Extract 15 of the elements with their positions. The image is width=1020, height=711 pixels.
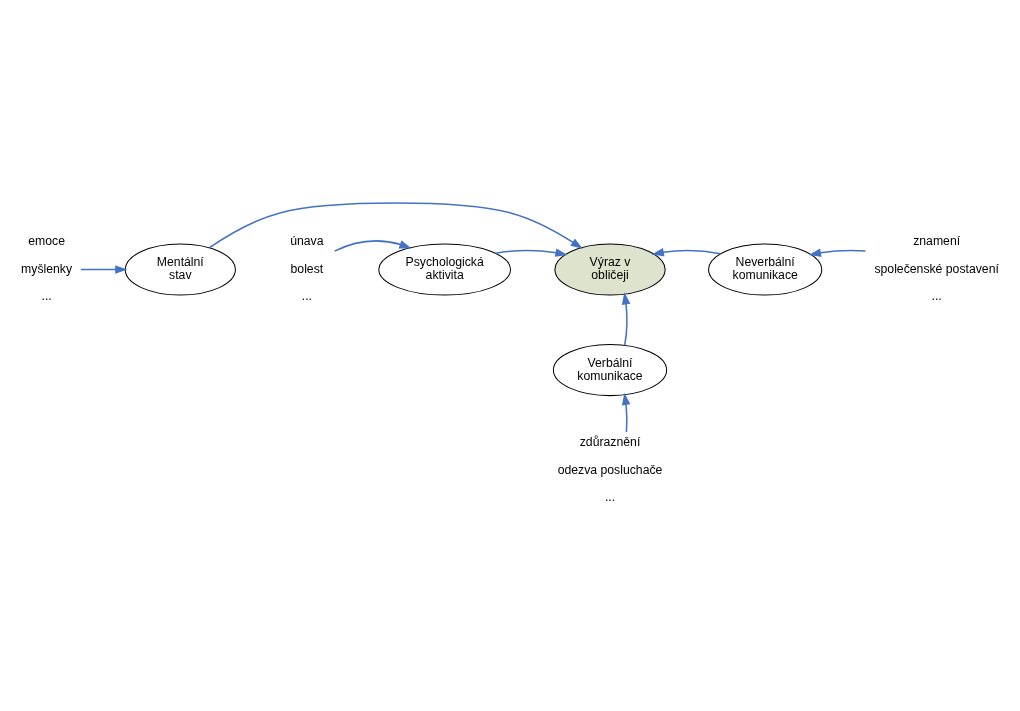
arrow <box>80 264 128 274</box>
arrow <box>621 392 631 433</box>
arrow <box>494 247 568 257</box>
arrow <box>621 291 631 346</box>
arrow <box>208 201 583 249</box>
node-ellipse: Psychologická aktivita <box>378 243 512 296</box>
node-ellipse: Verbální komunikace <box>552 343 668 396</box>
arrow <box>651 247 722 256</box>
arrow <box>333 239 412 252</box>
node-text: znamení společenské postavení ... <box>874 233 999 303</box>
node-text: zdůraznění odezva posluchače ... <box>557 434 663 504</box>
node-text: emoce myšlenky ... <box>21 233 73 303</box>
node-text: únava bolest ... <box>290 233 324 303</box>
arrow <box>808 248 867 257</box>
node-ellipse: Mentální stav <box>124 243 236 296</box>
